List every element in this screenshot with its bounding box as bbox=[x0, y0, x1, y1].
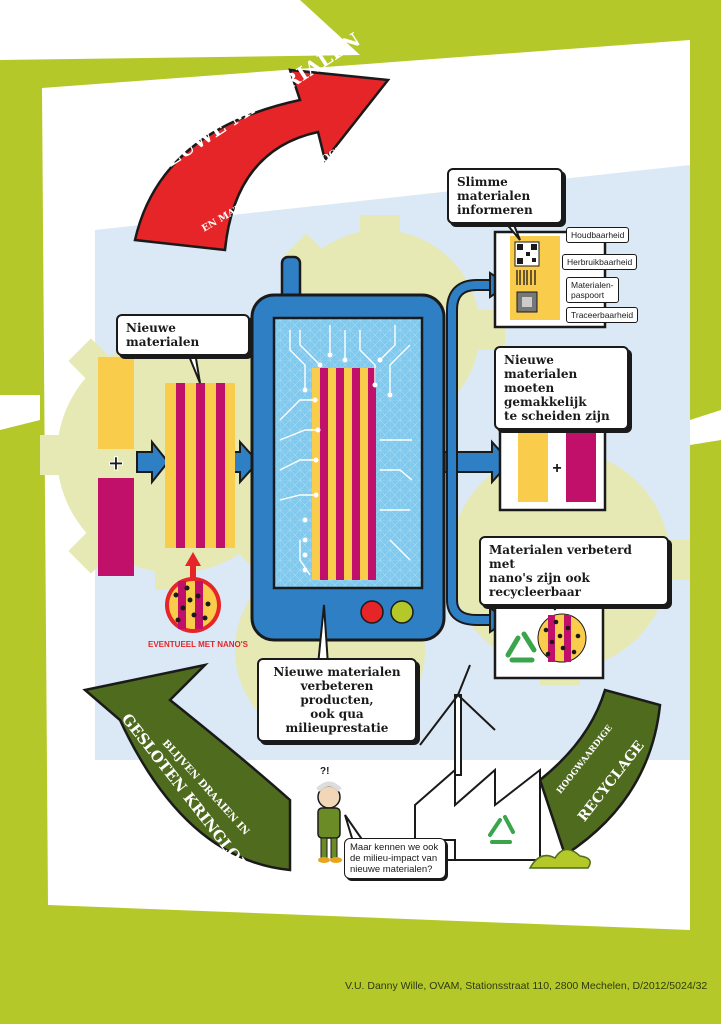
top-red-arrow bbox=[133, 68, 391, 252]
callout-line: Slimme materialen bbox=[457, 175, 531, 203]
yellow-block bbox=[98, 357, 134, 449]
callout-line: Nieuwe materialen bbox=[504, 353, 578, 381]
callout-line: Materialen verbeterd met bbox=[489, 543, 632, 571]
magenta-block bbox=[98, 478, 134, 576]
callout-line: Maar kennen we ook bbox=[350, 842, 439, 853]
callout-line: informeren bbox=[457, 203, 533, 217]
callout-line: verbeteren producten, bbox=[300, 679, 374, 707]
arrow-1 bbox=[136, 439, 170, 485]
callout-recyclable: Materialen verbeterd met nano's zijn ook… bbox=[479, 536, 669, 606]
nano-circle bbox=[165, 577, 221, 633]
factory-recycle-icon bbox=[488, 815, 515, 844]
composite-material bbox=[165, 383, 235, 548]
tag-shelf-life: Houdbaarheid bbox=[566, 227, 630, 243]
callout-new-materials: Nieuwe materialen bbox=[116, 314, 250, 356]
top-white-strip bbox=[0, 0, 360, 60]
svg-text:+: + bbox=[108, 448, 123, 478]
callout-line: de milieu-impact van bbox=[350, 853, 438, 864]
right-green-arrow bbox=[538, 688, 662, 857]
callout-environmental-impact: Maar kennen we ook de milieu-impact van … bbox=[344, 838, 446, 879]
svg-text:+: + bbox=[552, 460, 561, 477]
callout-smart-materials: Slimme materialen informeren bbox=[447, 168, 563, 224]
nano-label: EVENTUEEL MET NANO'S bbox=[148, 640, 248, 649]
callout-text: Nieuwe materialen bbox=[126, 321, 200, 349]
tag-line: paspoort bbox=[571, 290, 605, 300]
scientist-thought: ?! bbox=[320, 766, 330, 777]
tag-line: Materialen- bbox=[571, 280, 614, 290]
callout-line: Nieuwe materialen bbox=[273, 665, 401, 679]
callout-better-products: Nieuwe materialen verbeteren producten, … bbox=[257, 658, 417, 742]
green-cloud bbox=[528, 848, 591, 869]
smartphone bbox=[250, 255, 446, 642]
tag-material-passport: Materialen- paspoort bbox=[566, 277, 619, 303]
callout-line: moeten gemakkelijk bbox=[504, 381, 587, 409]
tag-traceability: Traceerbaarheid bbox=[566, 307, 639, 323]
callout-line: te scheiden zijn bbox=[504, 409, 610, 423]
footer-publisher: V.U. Danny Wille, OVAM, Stationsstraat 1… bbox=[345, 980, 708, 992]
callout-line: nieuwe materialen? bbox=[350, 864, 433, 875]
scientist-figure bbox=[316, 781, 342, 863]
tag-reusability: Herbruikbaarheid bbox=[562, 254, 638, 270]
nano-sphere bbox=[537, 613, 587, 663]
callout-easy-separation: Nieuwe materialen moeten gemakkelijk te … bbox=[494, 346, 629, 430]
recycle-icon bbox=[505, 631, 537, 663]
callout-line: nano's zijn ook recycleerbaar bbox=[489, 571, 590, 599]
left-green-arrow bbox=[82, 662, 292, 872]
red-up-arrow bbox=[185, 552, 201, 580]
left-white-strip bbox=[0, 395, 40, 430]
callout-line: ook qua milieuprestatie bbox=[285, 707, 389, 735]
